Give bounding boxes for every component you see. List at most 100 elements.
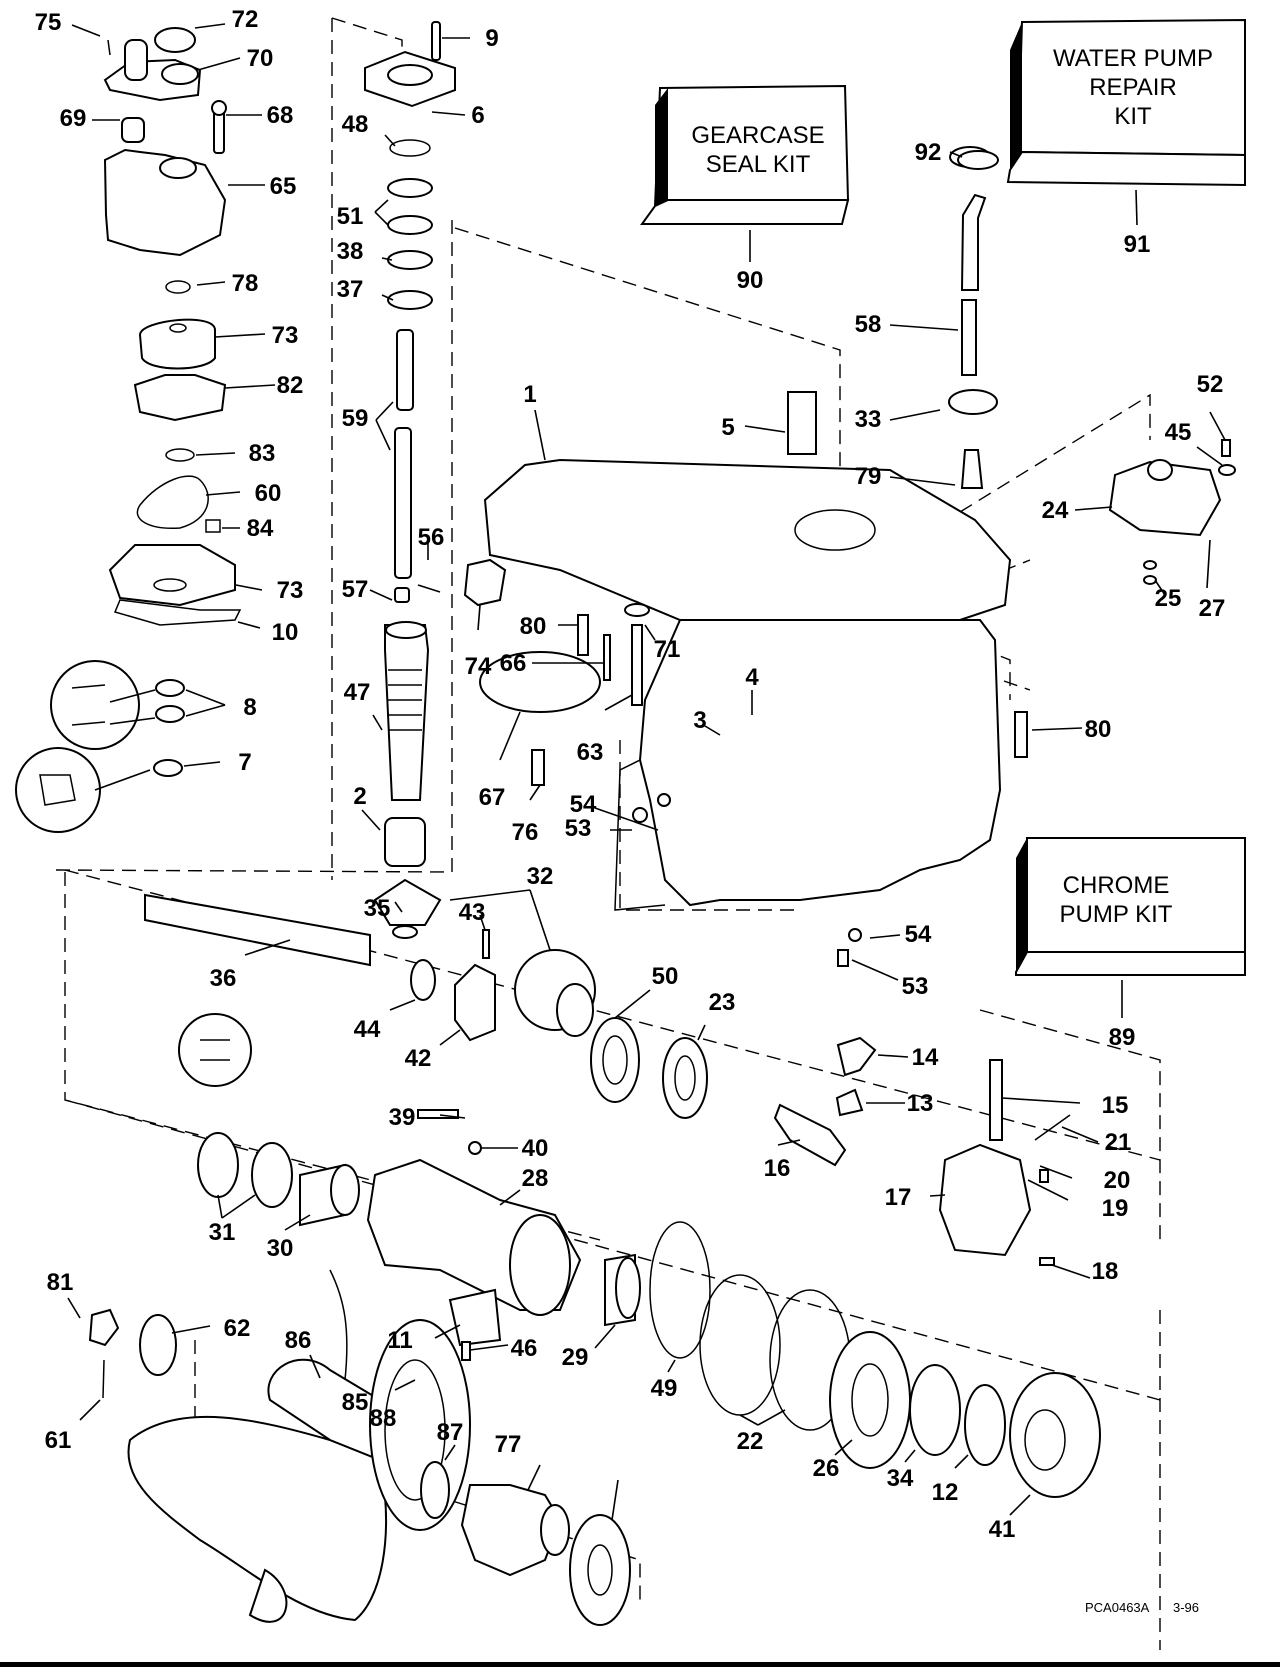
- callout-label: 45: [1165, 419, 1192, 446]
- callout-label: 79: [855, 463, 882, 490]
- callout-label: 87: [437, 1419, 464, 1446]
- callout-label: 66: [500, 650, 527, 677]
- callout-label: 61: [45, 1427, 72, 1454]
- callout-label: 59: [342, 405, 369, 432]
- callout-label: 78: [232, 270, 259, 297]
- kit-label-line: CHROME: [1063, 872, 1170, 899]
- kit-label-line: WATER PUMP: [1053, 45, 1213, 72]
- callout-label: 10: [272, 619, 299, 646]
- callout-label: 27: [1199, 595, 1226, 622]
- callout-label: 3: [693, 707, 706, 734]
- callout-label: 48: [342, 111, 369, 138]
- callout-label: 14: [912, 1044, 939, 1071]
- callout-label: 73: [277, 577, 304, 604]
- callout-label: 19: [1102, 1195, 1129, 1222]
- callout-label: 84: [247, 515, 274, 542]
- callout-label: 17: [885, 1184, 912, 1211]
- callout-label: 47: [344, 679, 371, 706]
- callout-label: 25: [1155, 585, 1182, 612]
- callout-label: 34: [887, 1465, 914, 1492]
- callout-label: 13: [907, 1090, 934, 1117]
- callout-label: 67: [479, 784, 506, 811]
- callout-label: 76: [512, 819, 539, 846]
- callout-label: 52: [1197, 371, 1224, 398]
- callout-label: 38: [337, 238, 364, 265]
- callout-label: 70: [247, 45, 274, 72]
- callout-label: 49: [651, 1375, 678, 1402]
- callout-label: 30: [267, 1235, 294, 1262]
- callout-label: 12: [932, 1479, 959, 1506]
- callout-label: 35: [364, 895, 391, 922]
- callout-label: 2: [353, 783, 366, 810]
- figure-id: PCA0463A: [1085, 1600, 1150, 1615]
- callout-label: 15: [1102, 1092, 1129, 1119]
- callout-label: 65: [270, 173, 297, 200]
- callout-label: 56: [418, 524, 445, 551]
- callout-label: 1: [523, 381, 536, 408]
- callout-label: 41: [989, 1516, 1016, 1543]
- callout-label: 23: [709, 989, 736, 1016]
- callout-label: 28: [522, 1165, 549, 1192]
- callout-label: 80: [1085, 716, 1112, 743]
- callout-label: 88: [370, 1405, 397, 1432]
- callout-label: 80: [520, 613, 547, 640]
- callout-label: 75: [35, 9, 62, 36]
- kit-box-water-pump-repair: WATER PUMP REPAIR KIT 91: [1006, 18, 1246, 258]
- callout-label: 20: [1104, 1167, 1131, 1194]
- callout-label: 16: [764, 1155, 791, 1182]
- callout-label: 69: [60, 105, 87, 132]
- callout-label: 54: [905, 921, 932, 948]
- callout-label: 83: [249, 440, 276, 467]
- callout-label: 32: [527, 863, 554, 890]
- callout-label: 73: [272, 322, 299, 349]
- callout-label: 4: [745, 664, 759, 691]
- callout-label: 29: [562, 1344, 589, 1371]
- callout-label: 58: [855, 311, 882, 338]
- callout-label: 33: [855, 406, 882, 433]
- callout-label: 24: [1042, 497, 1069, 524]
- callout-label: 53: [902, 973, 929, 1000]
- callout-label: 77: [495, 1431, 522, 1458]
- callout-label: 11: [387, 1327, 412, 1354]
- callout-label: 7: [238, 749, 251, 776]
- callout-label: 50: [652, 963, 679, 990]
- callout-label: 9: [485, 25, 498, 52]
- part-shapes: [15, 21, 1236, 1626]
- callout-label: 63: [577, 739, 604, 766]
- callout-label: 71: [654, 636, 681, 663]
- callout-label: 22: [737, 1428, 764, 1455]
- figure-date: 3-96: [1173, 1600, 1199, 1615]
- callout-labels: 75 72 70 69 68 65 78 73 82 83 60 84 73 1…: [35, 6, 1226, 1543]
- callout-label: 40: [522, 1135, 549, 1162]
- callout-label: 51: [337, 203, 364, 230]
- callout-label: 6: [471, 102, 484, 129]
- callout-label: 74: [465, 653, 492, 680]
- kit-label-line: GEARCASE: [691, 122, 824, 149]
- callout-label: 44: [354, 1016, 381, 1043]
- bottom-rule: [0, 1662, 1280, 1667]
- callout-label: 5: [721, 414, 734, 441]
- callout-label: 82: [277, 372, 304, 399]
- callout-label: 60: [255, 480, 282, 507]
- kit-label-line: KIT: [1114, 103, 1152, 130]
- callout-label: 39: [389, 1104, 416, 1131]
- callout-label: 46: [511, 1335, 538, 1362]
- callout-label: 68: [267, 102, 294, 129]
- callout-label: 36: [210, 965, 237, 992]
- callout-label: 91: [1124, 231, 1151, 258]
- callout-label: 31: [209, 1219, 236, 1246]
- callout-label: 53: [565, 815, 592, 842]
- callout-label: 90: [737, 267, 764, 294]
- callout-label: 72: [232, 6, 259, 33]
- callout-label: 42: [405, 1045, 432, 1072]
- kit-label-line: SEAL KIT: [706, 151, 811, 178]
- callout-label: 92: [915, 139, 942, 166]
- callout-label: 62: [224, 1315, 251, 1342]
- kit-label-line: REPAIR: [1089, 74, 1177, 101]
- kit-box-chrome-pump: CHROME PUMP KIT 89: [1015, 837, 1246, 1051]
- kit-box-gearcase-seal: GEARCASE SEAL KIT 90: [640, 84, 850, 294]
- callout-label: 21: [1105, 1129, 1132, 1156]
- callout-label: 43: [459, 899, 486, 926]
- kit-label-line: PUMP KIT: [1060, 901, 1173, 928]
